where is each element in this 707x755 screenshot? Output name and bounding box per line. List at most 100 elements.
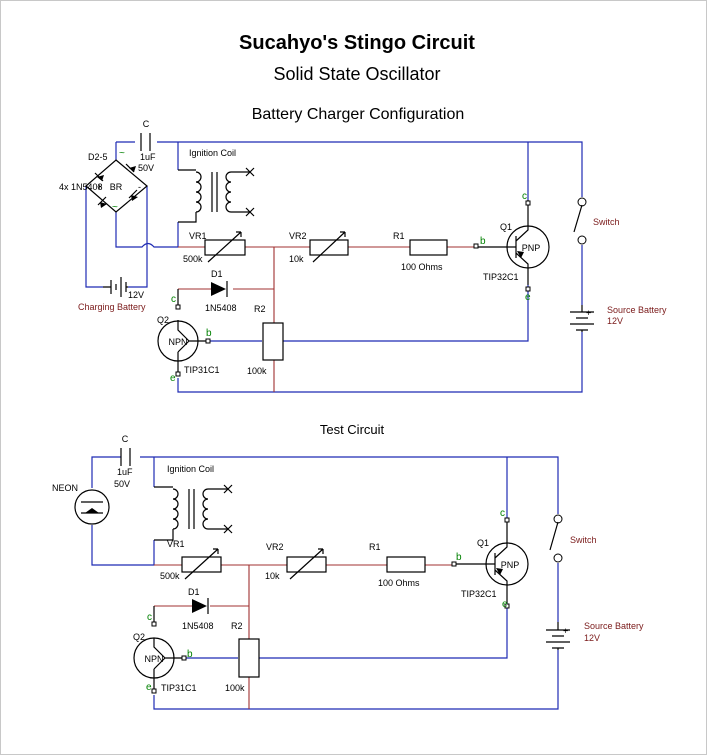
charger-source-battery: + Source Battery 12V: [570, 305, 667, 332]
test-capacitor: C 1uF 50V: [114, 434, 133, 489]
charger-q2-ref: Q2: [157, 315, 169, 325]
charging-battery: 12V Charging Battery: [78, 277, 146, 312]
charger-heading: Battery Charger Configuration: [252, 106, 465, 123]
charger-wire-top: [116, 141, 583, 197]
bridge-minus: -: [138, 182, 141, 192]
charger-q2-b: b: [206, 328, 212, 339]
test-vr2-val: 10k: [265, 571, 280, 581]
test-r1-val: 100 Ohms: [378, 578, 420, 588]
charger-q1-base-letter: b: [480, 236, 486, 247]
charger-cap-value: 1uF: [140, 152, 156, 162]
charger-q2-part: TIP31C1: [184, 365, 220, 375]
charger-q1-type: PNP: [522, 243, 541, 253]
charger-vr2-ref: VR2: [289, 231, 307, 241]
test-q2-b: b: [187, 649, 193, 660]
bridge-part: 4x 1N5408: [59, 182, 103, 192]
diagram-title: Sucahyo's Stingo Circuit: [239, 32, 475, 54]
charger-r2-ref: R2: [254, 304, 266, 314]
test-neon-label: NEON: [52, 483, 78, 493]
test-d1-ref: D1: [188, 587, 200, 597]
charger-d1-ref: D1: [211, 269, 223, 279]
test-cap-value: 1uF: [117, 467, 133, 477]
test-cap-ref: C: [122, 434, 129, 444]
charger-switch: Switch: [573, 197, 620, 245]
test-wire-battery-to-bottom: [153, 650, 559, 710]
test-q2-type: NPN: [144, 654, 163, 664]
charger-q2-e: e: [170, 373, 176, 384]
test-r2-val: 100k: [225, 683, 245, 693]
test-q1-type: PNP: [501, 560, 520, 570]
test-q2-e: e: [146, 682, 152, 693]
charger-vr1-ref: VR1: [189, 231, 207, 241]
test-q1-c: c: [500, 508, 505, 519]
charger-q2-type: NPN: [168, 337, 187, 347]
charger-r1-ref: R1: [393, 231, 405, 241]
charger-vr1-body: [204, 239, 246, 256]
test-circuit: [91, 456, 559, 710]
test-q1-ref: Q1: [477, 538, 489, 548]
test-source-plus: +: [563, 626, 568, 636]
charger-capacitor: C 1uF 50V: [138, 119, 156, 173]
charger-switch-label: Switch: [593, 217, 620, 227]
charger-resistor-chain: VR1 500k VR2 10k R1 100 Ohms b: [178, 231, 486, 272]
charger-d1-part: 1N5408: [205, 303, 237, 313]
test-ignition-coil: Ignition Coil: [154, 464, 233, 541]
test-r2-ref: R2: [231, 621, 243, 631]
charger-source-plus: +: [586, 308, 591, 318]
charger-vr2-val: 10k: [289, 254, 304, 264]
test-d1-part: 1N5408: [182, 621, 214, 631]
test-wire-top: [91, 456, 559, 514]
charger-r1-val: 100 Ohms: [401, 262, 443, 272]
charger-r1-body: [409, 239, 448, 256]
test-vr1-val: 500k: [160, 571, 180, 581]
test-r1-body: [386, 556, 426, 573]
charger-q1-pnp: PNP Q1 TIP32C1 c e: [478, 191, 550, 303]
test-q1-base-letter: b: [456, 552, 462, 563]
test-coil-label: Ignition Coil: [167, 464, 214, 474]
test-heading: Test Circuit: [320, 422, 385, 437]
test-q2-part: TIP31C1: [161, 683, 197, 693]
charger-d1-r2: D1 1N5408 R2 100k: [178, 247, 284, 392]
charger-q1-ref: Q1: [500, 222, 512, 232]
test-source-label: Source Battery: [584, 621, 644, 631]
charger-cap-ref: C: [143, 119, 150, 129]
bridge-ac-bottom: ~: [112, 202, 118, 213]
charger-vr1-val: 500k: [183, 254, 203, 264]
test-q2-c: c: [147, 612, 152, 623]
test-vr1-ref: VR1: [167, 539, 185, 549]
test-wire-neon: [91, 525, 155, 566]
bridge-plus: +: [97, 182, 102, 192]
test-r1-ref: R1: [369, 542, 381, 552]
charger-r2-body: [262, 322, 284, 361]
charger-coil-label: Ignition Coil: [189, 148, 236, 158]
test-resistor-chain: VR1 500k VR2 10k R1 100 Ohms b: [154, 539, 462, 588]
charger-r2-val: 100k: [247, 366, 267, 376]
test-neon-lamp: NEON: [52, 483, 110, 525]
charger-q2-c: c: [171, 294, 176, 305]
test-wire-q1-emitter: [258, 603, 508, 659]
test-source-volt: 12V: [584, 633, 600, 643]
bridge-label: BR: [110, 182, 123, 192]
charger-q1-c: c: [522, 191, 527, 202]
test-cap-voltage: 50V: [114, 479, 130, 489]
diagram-subtitle: Solid State Oscillator: [273, 64, 440, 84]
test-q2-npn: NPN Q2 TIP31C1 c b e: [133, 606, 197, 694]
test-r2-body: [238, 638, 260, 678]
test-switch-label: Switch: [570, 535, 597, 545]
charging-battery-label: Charging Battery: [78, 302, 146, 312]
charger-q1-base-pin: [473, 243, 479, 249]
charger-ignition-coil: Ignition Coil: [178, 148, 255, 223]
test-q1-part: TIP32C1: [461, 589, 497, 599]
bridge-ref: D2-5: [88, 152, 108, 162]
charger-wire-bridge: [85, 142, 179, 288]
test-vr2-ref: VR2: [266, 542, 284, 552]
charger-wire-q1-emitter: [282, 285, 529, 342]
test-q2-ref: Q2: [133, 632, 145, 642]
charger-q1-part: TIP32C1: [483, 272, 519, 282]
charger-q1-e: e: [525, 292, 531, 303]
charger-q2-npn: NPN Q2 TIP31C1 c b e: [157, 289, 220, 384]
test-source-battery: + Source Battery 12V: [546, 621, 644, 650]
charger-circuit: [85, 141, 583, 393]
charger-source-volt: 12V: [607, 316, 623, 326]
test-switch: Switch: [549, 514, 597, 563]
